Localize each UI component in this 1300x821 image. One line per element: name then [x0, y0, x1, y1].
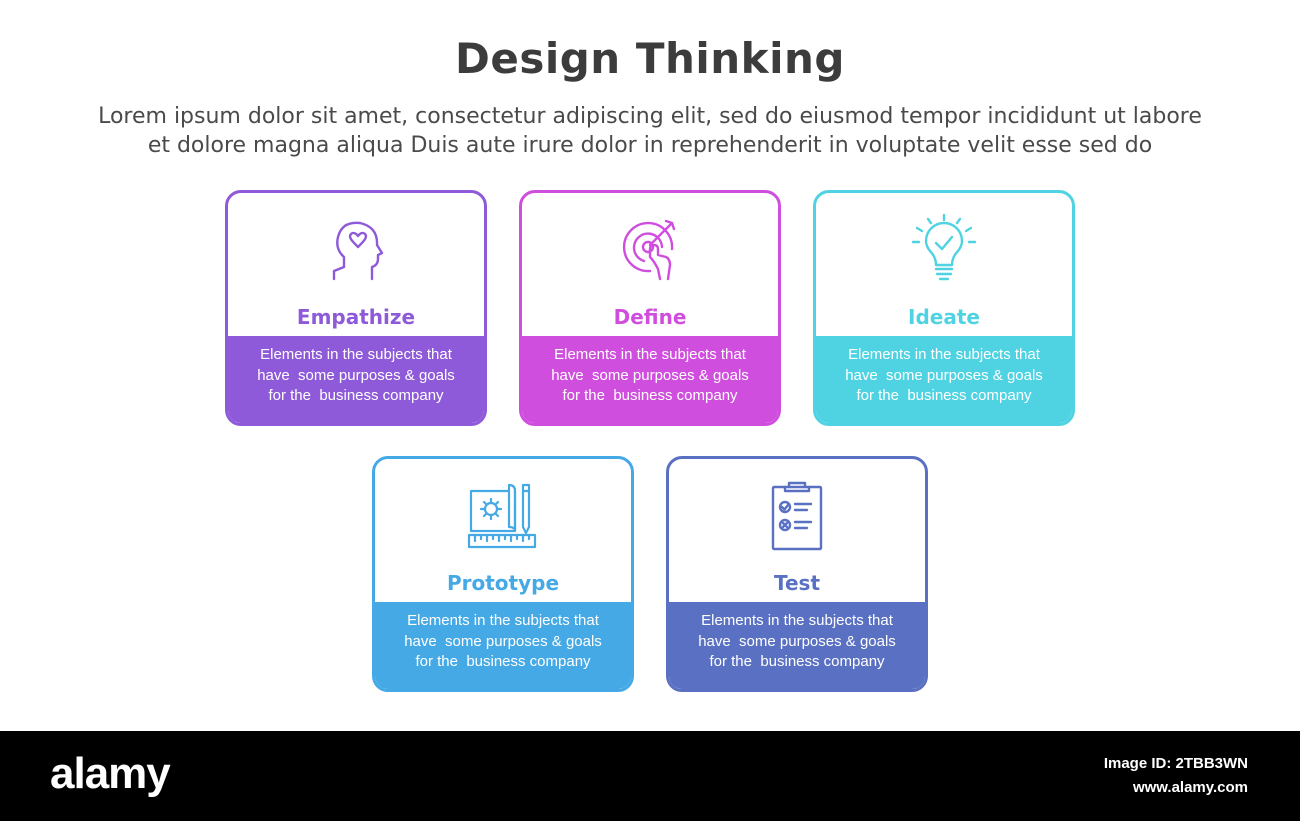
step-description: Elements in the subjects that have some …	[228, 336, 484, 423]
step-card-ideate: Ideate Elements in the subjects that hav…	[813, 190, 1075, 426]
alamy-logo: alamy	[50, 749, 171, 798]
step-label: Test	[773, 571, 820, 595]
image-id: Image ID: 2TBB3WN	[1103, 755, 1248, 772]
subtitle-line-2: et dolore magna aliqua Duis aute irure d…	[147, 133, 1153, 158]
step-label: Ideate	[908, 305, 980, 329]
desc-line: have some purposes & goals	[257, 366, 455, 384]
desc-line: Elements in the subjects that	[260, 346, 452, 363]
desc-line: Elements in the subjects that	[407, 612, 599, 629]
desc-line: have some purposes & goals	[698, 632, 896, 650]
blueprint-ruler-icon	[375, 479, 631, 551]
target-hand-icon	[522, 213, 778, 285]
desc-line: Elements in the subjects that	[701, 612, 893, 629]
subtitle-line-1: Lorem ipsum dolor sit amet, consectetur …	[98, 104, 1202, 129]
desc-line: for the business company	[709, 653, 885, 670]
desc-line: for the business company	[856, 387, 1032, 404]
step-card-define: Define Elements in the subjects that hav…	[519, 190, 781, 426]
subtitle: Lorem ipsum dolor sit amet, consectetur …	[60, 102, 1240, 160]
desc-line: for the business company	[268, 387, 444, 404]
clipboard-checklist-icon	[669, 479, 925, 551]
step-card-empathize: Empathize Elements in the subjects that …	[225, 190, 487, 426]
step-card-test: Test Elements in the subjects that have …	[666, 456, 928, 692]
desc-line: for the business company	[415, 653, 591, 670]
step-label: Prototype	[446, 571, 560, 595]
step-description: Elements in the subjects that have some …	[375, 602, 631, 689]
page-title: Design Thinking	[455, 34, 845, 83]
step-description: Elements in the subjects that have some …	[522, 336, 778, 423]
desc-line: have some purposes & goals	[845, 366, 1043, 384]
watermark-footer: alamy Image ID: 2TBB3WN www.alamy.com	[0, 731, 1300, 821]
step-label: Empathize	[296, 305, 416, 329]
site-url: www.alamy.com	[1132, 779, 1248, 796]
desc-line: for the business company	[562, 387, 738, 404]
lightbulb-check-icon	[816, 213, 1072, 285]
desc-line: Elements in the subjects that	[554, 346, 746, 363]
step-card-prototype: Prototype Elements in the subjects that …	[372, 456, 634, 692]
head-heart-icon	[228, 213, 484, 285]
step-label: Define	[613, 305, 687, 329]
desc-line: Elements in the subjects that	[848, 346, 1040, 363]
desc-line: have some purposes & goals	[404, 632, 602, 650]
desc-line: have some purposes & goals	[551, 366, 749, 384]
step-description: Elements in the subjects that have some …	[669, 602, 925, 689]
step-description: Elements in the subjects that have some …	[816, 336, 1072, 423]
